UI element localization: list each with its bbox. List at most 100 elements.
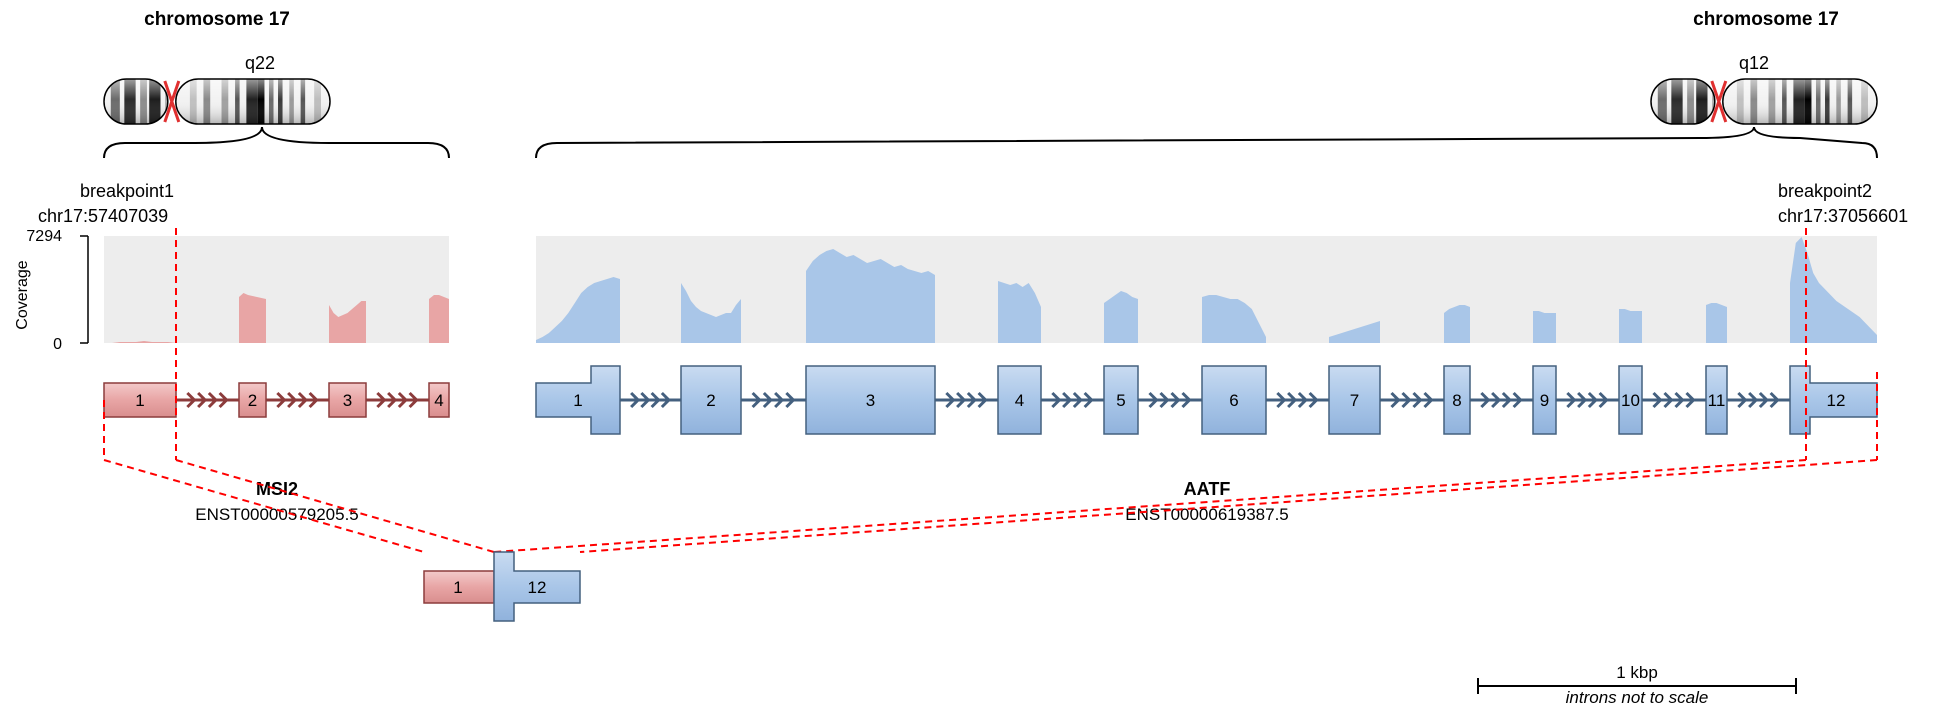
aatf-exon-label: 5 [1116, 391, 1125, 410]
aatf-chevron [1737, 391, 1748, 409]
left-chromosome-title: chromosome 17 [144, 9, 290, 30]
breakpoint2-label: breakpoint2 [1778, 181, 1872, 201]
msi2-exon [328, 382, 367, 418]
aatf-chevron [966, 391, 977, 409]
aatf-chevron [1501, 391, 1513, 409]
coverage-area-aatf [1790, 237, 1877, 343]
aatf-exon-label: 1 [573, 391, 582, 410]
aatf-chevron [1276, 391, 1287, 409]
aatf-exon [1443, 365, 1471, 435]
breakpoint2-coord: chr17:37056601 [1778, 206, 1908, 226]
aatf-exon [997, 365, 1042, 435]
lchr-centromere [163, 80, 181, 123]
aatf-exon-label: 8 [1452, 391, 1461, 410]
msi2-chevron [397, 391, 408, 409]
left-zoom-bracket [103, 126, 450, 159]
coverage-area-aatf [536, 277, 620, 343]
coverage-area-aatf [681, 283, 741, 343]
msi2-exon [238, 382, 267, 418]
fusion-exon-left-label: 1 [453, 578, 462, 597]
coverage-track-aatf [536, 237, 1877, 343]
msi2-exon-label: 3 [343, 391, 352, 410]
fusion-exon-msi2 [423, 570, 495, 604]
fusion-transcript [423, 551, 581, 622]
aatf-chevron [1062, 391, 1073, 409]
aatf-chevron [1769, 391, 1780, 409]
left-band-label: q22 [245, 53, 275, 73]
coverage-track-msi2 [104, 293, 449, 343]
coverage-max-label: 7294 [26, 228, 62, 245]
msi2-chevron [287, 391, 298, 409]
scale-bar-note: introns not to scale [1566, 688, 1709, 707]
aatf-exon [805, 365, 936, 435]
aatf-chevron [1512, 391, 1523, 409]
aatf-chevron [1652, 391, 1663, 409]
coverage-area-msi2 [104, 341, 176, 343]
aatf-exon [1328, 365, 1381, 435]
msi2-chevron [308, 391, 319, 409]
aatf-exon [535, 365, 621, 435]
aatf-chevron [1181, 391, 1192, 409]
msi2-exon [103, 382, 177, 418]
breakpoint-lines [103, 228, 1878, 553]
coverage-panel-left [104, 236, 449, 343]
msi2-exon-label: 2 [248, 391, 257, 410]
aatf-chevron [1412, 391, 1423, 409]
coverage-area-aatf [1202, 295, 1266, 343]
msi2-chevron [387, 391, 398, 409]
coverage-area-aatf [1104, 291, 1138, 343]
msi2-chevron [297, 391, 308, 409]
aatf-chevron [1566, 391, 1577, 409]
aatf-chevron [1083, 391, 1094, 409]
msi2-chevron [197, 391, 208, 409]
left-chromosome-ideogram [103, 78, 331, 125]
aatf-chevron [1308, 391, 1319, 409]
aatf-exon-label: 7 [1350, 391, 1359, 410]
aatf-exon-label: 2 [706, 391, 715, 410]
aatf-chevron [1297, 391, 1309, 409]
aatf-exon [1705, 365, 1728, 435]
aatf-chevron [1663, 391, 1674, 409]
aatf-exon [1103, 365, 1139, 435]
gene2-name: AATF [1184, 479, 1231, 499]
aatf-exon [1789, 365, 1878, 435]
scale-bar-label: 1 kbp [1616, 663, 1658, 682]
coverage-axis-label: Coverage [14, 260, 31, 329]
aatf-chevron [751, 391, 762, 409]
aatf-exon [1532, 365, 1557, 435]
coverage-area-msi2 [429, 295, 449, 343]
aatf-chevron [640, 391, 651, 409]
lchr-bands [104, 79, 330, 124]
aatf-chevron [785, 391, 796, 409]
aatf-chevron [1401, 391, 1412, 409]
aatf-chevron [977, 391, 988, 409]
coverage-area-aatf [1533, 311, 1556, 343]
aatf-chevron [1159, 391, 1170, 409]
gene1-transcript: ENST00000579205.5 [195, 505, 359, 524]
coverage-area-aatf [806, 249, 935, 343]
aatf-exon [1618, 365, 1643, 435]
gene2-transcript: ENST00000619387.5 [1125, 505, 1289, 524]
aatf-chevron [660, 391, 671, 409]
aatf-chevron [945, 391, 956, 409]
aatf-chevron [1598, 391, 1609, 409]
aatf-chevron [650, 391, 661, 409]
right-band-label: q12 [1739, 53, 1769, 73]
aatf-exon-label: 11 [1708, 391, 1726, 410]
msi2-chevron [186, 391, 197, 409]
aatf-chevron [1148, 391, 1159, 409]
rchr-bands [1651, 79, 1877, 124]
right-chromosome-ideogram [1650, 78, 1878, 125]
coverage-area-aatf [998, 281, 1041, 343]
msi2-chevron [207, 391, 218, 409]
msi2-exon-label: 4 [434, 391, 443, 410]
lchr-shade [104, 79, 330, 124]
coverage-axis [80, 235, 89, 344]
right-zoom-bracket [535, 126, 1878, 159]
scale-bar [1477, 678, 1797, 694]
aatf-chevron [1287, 391, 1298, 409]
aatf-chevron [630, 391, 641, 409]
aatf-chevron [774, 391, 785, 409]
aatf-chevron [1491, 391, 1502, 409]
